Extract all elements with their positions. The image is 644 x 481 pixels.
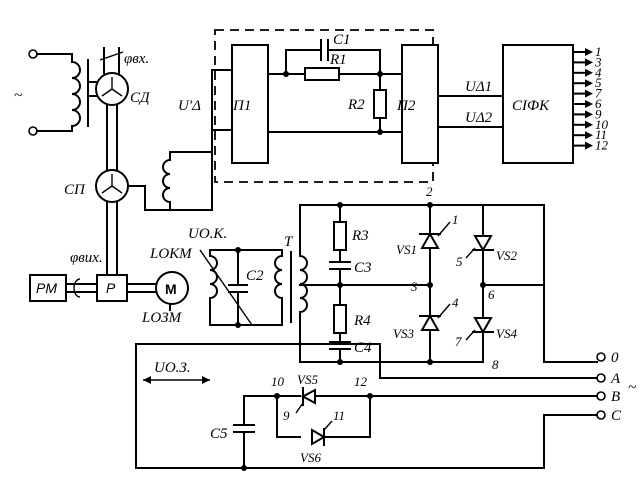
output-label-6: 6 [595, 96, 602, 111]
c1-label: C1 [333, 32, 351, 48]
u-delta1-label: UΔ1 [465, 79, 492, 95]
ac-input-symbol: ~ [14, 88, 22, 104]
c4-label: C4 [354, 340, 372, 356]
sifk-label: СІФК [512, 98, 550, 114]
c1-r1-network [267, 39, 403, 81]
u-delta-prime-label: U′Δ [178, 98, 201, 114]
node-9: 9 [283, 408, 290, 423]
output-label-3: 3 [594, 54, 602, 69]
vs2-label: VS2 [496, 248, 517, 263]
output-label-9: 9 [595, 106, 602, 121]
output-arrow-9 [585, 110, 593, 119]
output-arrow-5 [585, 79, 593, 88]
node-6: 6 [488, 287, 495, 302]
p1-label: П1 [232, 98, 251, 114]
node-7: 7 [455, 334, 462, 349]
vs6-label: VS6 [300, 450, 321, 465]
node-4: 4 [452, 295, 459, 310]
sifk-block [502, 44, 574, 164]
thyristor-bridge [419, 202, 598, 365]
output-arrow-6 [585, 100, 593, 108]
output-arrow-3 [585, 58, 593, 67]
r3-c3-r4-c4-network [329, 202, 351, 365]
p2-label: П2 [396, 98, 416, 114]
sd-label: СД [130, 90, 151, 106]
output-arrow-11 [585, 131, 593, 140]
output-label-12: 12 [595, 138, 609, 153]
reducer-label: P [106, 280, 116, 296]
t-label: T [284, 234, 294, 250]
reducer-block [96, 274, 128, 302]
phase-0-label: 0 [611, 350, 619, 366]
output-label-4: 4 [595, 65, 602, 80]
u-delta2-label: UΔ2 [465, 110, 493, 126]
phase-b-label: B [611, 389, 620, 405]
motor-label: M [165, 281, 177, 297]
c2-label: C2 [246, 268, 264, 284]
r3-label: R3 [351, 228, 369, 244]
vs1-label: VS1 [396, 242, 417, 257]
output-label-11: 11 [595, 127, 607, 142]
r2-resistor [267, 73, 403, 135]
output-label-1: 1 [595, 44, 602, 59]
vs4-label: VS4 [496, 326, 517, 341]
p1-block [231, 44, 269, 164]
phi-out-label: φвих. [70, 250, 103, 266]
node-8: 8 [492, 357, 499, 372]
output-arrow-4 [585, 68, 593, 77]
node-1: 1 [452, 212, 459, 227]
vs5-label: VS5 [297, 372, 318, 387]
phase-a-label: A [610, 371, 621, 387]
node-12: 12 [354, 374, 368, 389]
output-label-10: 10 [595, 117, 609, 132]
motor-m [155, 271, 189, 311]
output-label-5: 5 [595, 75, 602, 90]
r2-label: R2 [347, 97, 365, 113]
selsyn-receiver [95, 169, 171, 211]
control-winding-circuit [199, 247, 283, 328]
output-arrow-10 [585, 120, 593, 129]
c3-label: C3 [354, 260, 372, 276]
phase-c-label: C [611, 408, 622, 424]
node-11: 11 [333, 408, 345, 423]
l-ozm-label: LОЗМ [141, 310, 183, 326]
r1-label: R1 [329, 52, 347, 68]
sp-label: СП [64, 182, 86, 198]
node-5: 5 [456, 254, 463, 269]
p2-block [401, 44, 439, 164]
u-oz-label: UО.З. [154, 360, 191, 376]
reference-winding-circuit [135, 343, 545, 471]
node-10: 10 [271, 374, 285, 389]
output-label-7: 7 [595, 86, 602, 101]
output-arrow-12 [585, 141, 593, 150]
ac-input-terminals [28, 49, 89, 136]
pm-label: PM [36, 280, 57, 296]
r4-label: R4 [353, 313, 371, 329]
vs3-label: VS3 [393, 326, 414, 341]
node-2: 2 [426, 184, 433, 199]
selsyn-transmitter [87, 47, 129, 106]
phase-terminals [369, 352, 606, 469]
output-arrow-7 [585, 89, 593, 98]
pm-block [29, 274, 67, 302]
u-ok-label: UО.К. [188, 226, 227, 242]
transformer-t [290, 204, 545, 363]
p1-input-winding [162, 69, 233, 211]
c5-label: C5 [210, 426, 228, 442]
phi-in-label: φвх. [124, 51, 149, 67]
l-okm-label: LОКМ [149, 246, 193, 262]
node-3: 3 [410, 279, 418, 294]
ac-output-symbol: ~ [628, 380, 636, 396]
output-arrow-1 [585, 48, 593, 56]
